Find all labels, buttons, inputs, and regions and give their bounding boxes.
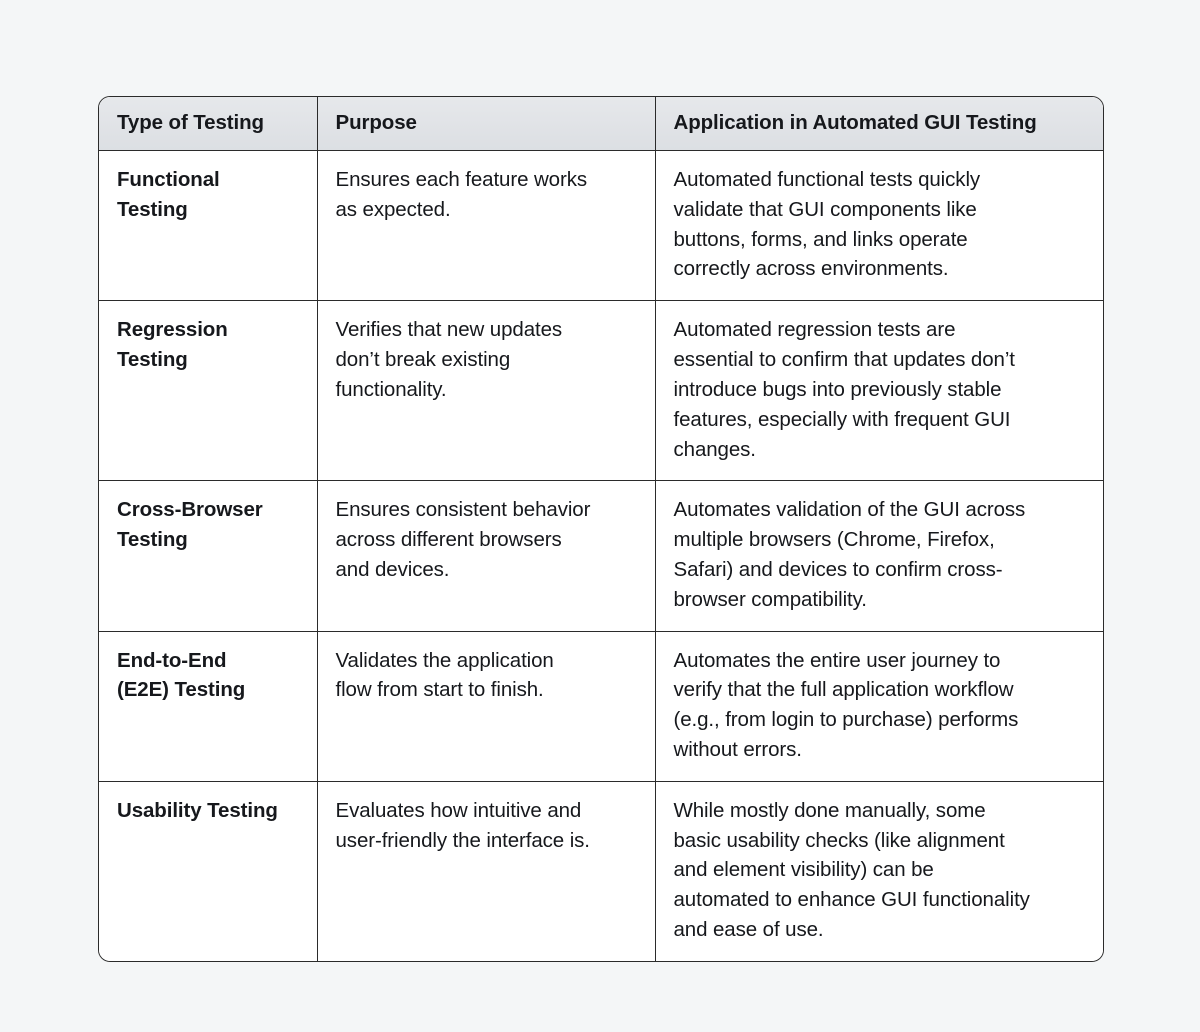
cell-text: Automated functional tests quickly valid… (673, 168, 981, 281)
cell-text: Regression Testing (117, 318, 228, 372)
column-header-application: Application in Automated GUI Testing (655, 97, 1103, 151)
cell-type-of-testing: Functional Testing (99, 150, 318, 302)
table-row: Regression Testing Verifies that new upd… (99, 300, 1103, 482)
cell-type-of-testing: Usability Testing (99, 781, 318, 961)
cell-text: Automated regression tests are essential… (673, 318, 1015, 461)
cell-application: Automated regression tests are essential… (655, 300, 1103, 482)
table-body: Functional Testing Ensures each feature … (99, 150, 1103, 961)
cell-application: While mostly done manually, some basic u… (655, 781, 1103, 961)
table-row: End-to-End (E2E) Testing Validates the a… (99, 631, 1103, 782)
cell-text: Evaluates how intuitive and user-friendl… (335, 798, 591, 852)
cell-text: Ensures consistent behavior across diffe… (335, 498, 591, 581)
testing-table-card: Type of Testing Purpose Application in A… (98, 96, 1104, 962)
cell-application: Automates validation of the GUI across m… (655, 480, 1103, 632)
table-header-row: Type of Testing Purpose Application in A… (99, 97, 1103, 151)
cell-type-of-testing: End-to-End (E2E) Testing (99, 631, 318, 782)
cell-type-of-testing: Regression Testing (99, 300, 318, 482)
cell-text: Validates the application flow from star… (335, 648, 554, 702)
table-row: Cross-Browser Testing Ensures consistent… (99, 480, 1103, 632)
column-header-type-of-testing: Type of Testing (99, 97, 318, 151)
cell-type-of-testing: Cross-Browser Testing (99, 480, 318, 632)
cell-text: Ensures each feature works as expected. (335, 168, 588, 221)
cell-application: Automated functional tests quickly valid… (655, 150, 1103, 302)
cell-purpose: Evaluates how intuitive and user-friendl… (317, 781, 656, 961)
cell-application: Automates the entire user journey to ver… (655, 631, 1103, 782)
table-header: Type of Testing Purpose Application in A… (99, 97, 1103, 151)
cell-text: Automates validation of the GUI across m… (673, 498, 1026, 611)
table-row: Functional Testing Ensures each feature … (99, 150, 1103, 302)
cell-text: Verifies that new updates don’t break ex… (335, 318, 563, 401)
column-header-purpose: Purpose (317, 97, 656, 151)
types-of-testing-table: Type of Testing Purpose Application in A… (99, 97, 1103, 961)
cell-text: While mostly done manually, some basic u… (673, 798, 1030, 942)
cell-text: Usability Testing (117, 798, 278, 822)
cell-text: Functional Testing (117, 168, 220, 221)
cell-purpose: Ensures consistent behavior across diffe… (317, 480, 656, 632)
cell-purpose: Verifies that new updates don’t break ex… (317, 300, 656, 482)
cell-text: Automates the entire user journey to ver… (673, 648, 1019, 761)
cell-text: End-to-End (E2E) Testing (117, 648, 246, 702)
cell-purpose: Ensures each feature works as expected. (317, 150, 656, 302)
cell-text: Cross-Browser Testing (117, 498, 263, 552)
cell-purpose: Validates the application flow from star… (317, 631, 656, 782)
table-row: Usability Testing Evaluates how intuitiv… (99, 781, 1103, 961)
